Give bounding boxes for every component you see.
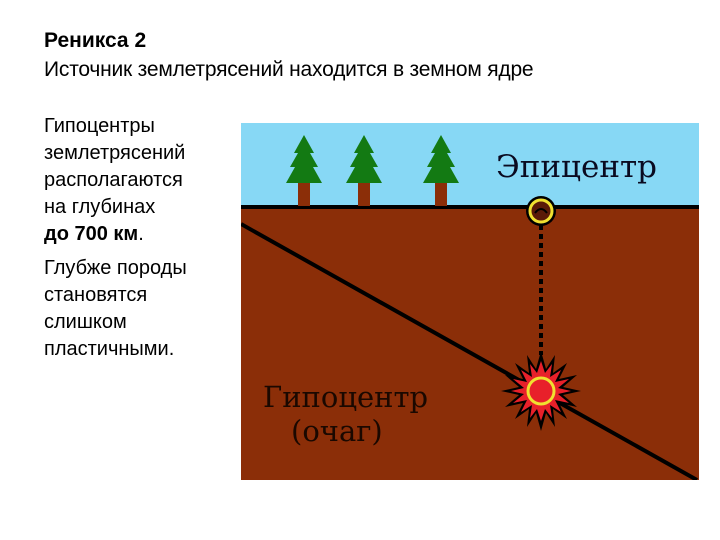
paragraph-2: Глубже породы становятся слишком пластич…: [44, 255, 239, 363]
tree-icon: [346, 135, 382, 206]
text-line: на глубинах: [44, 196, 156, 218]
hypocenter-label: Гипоцентр: [263, 380, 428, 414]
tree-icon: [423, 135, 459, 206]
fault-line: [241, 222, 698, 480]
earthquake-diagram: Эпицентр Гипоцентр (очаг): [241, 123, 699, 480]
ground: [241, 207, 699, 480]
text-line: землетрясений: [44, 142, 186, 164]
text-line: становятся: [44, 284, 148, 306]
paragraph-1: Гипоцентры землетрясений располагаются н…: [44, 113, 239, 248]
sky: [241, 123, 699, 207]
text-line: Гипоцентры: [44, 115, 155, 137]
text-line: .: [138, 223, 144, 245]
text-line: Глубже породы: [44, 257, 187, 279]
text-line: слишком: [44, 311, 127, 333]
epicenter-label: Эпицентр: [496, 149, 657, 185]
text-line: располагаются: [44, 169, 183, 191]
slide-title: Реникса 2: [44, 29, 147, 52]
hypocenter-sublabel: (очаг): [291, 414, 383, 448]
slide-subtitle: Источник землетрясений находится в земно…: [44, 58, 534, 81]
tree-icon: [286, 135, 322, 206]
surface-line: [241, 205, 699, 209]
depth-highlight: до 700 км: [44, 223, 139, 245]
text-line: пластичными.: [44, 338, 175, 360]
hypocenter-burst-icon: [501, 351, 581, 431]
side-text: Гипоцентры землетрясений располагаются н…: [44, 113, 239, 363]
epicenter-marker-icon: [526, 196, 556, 226]
